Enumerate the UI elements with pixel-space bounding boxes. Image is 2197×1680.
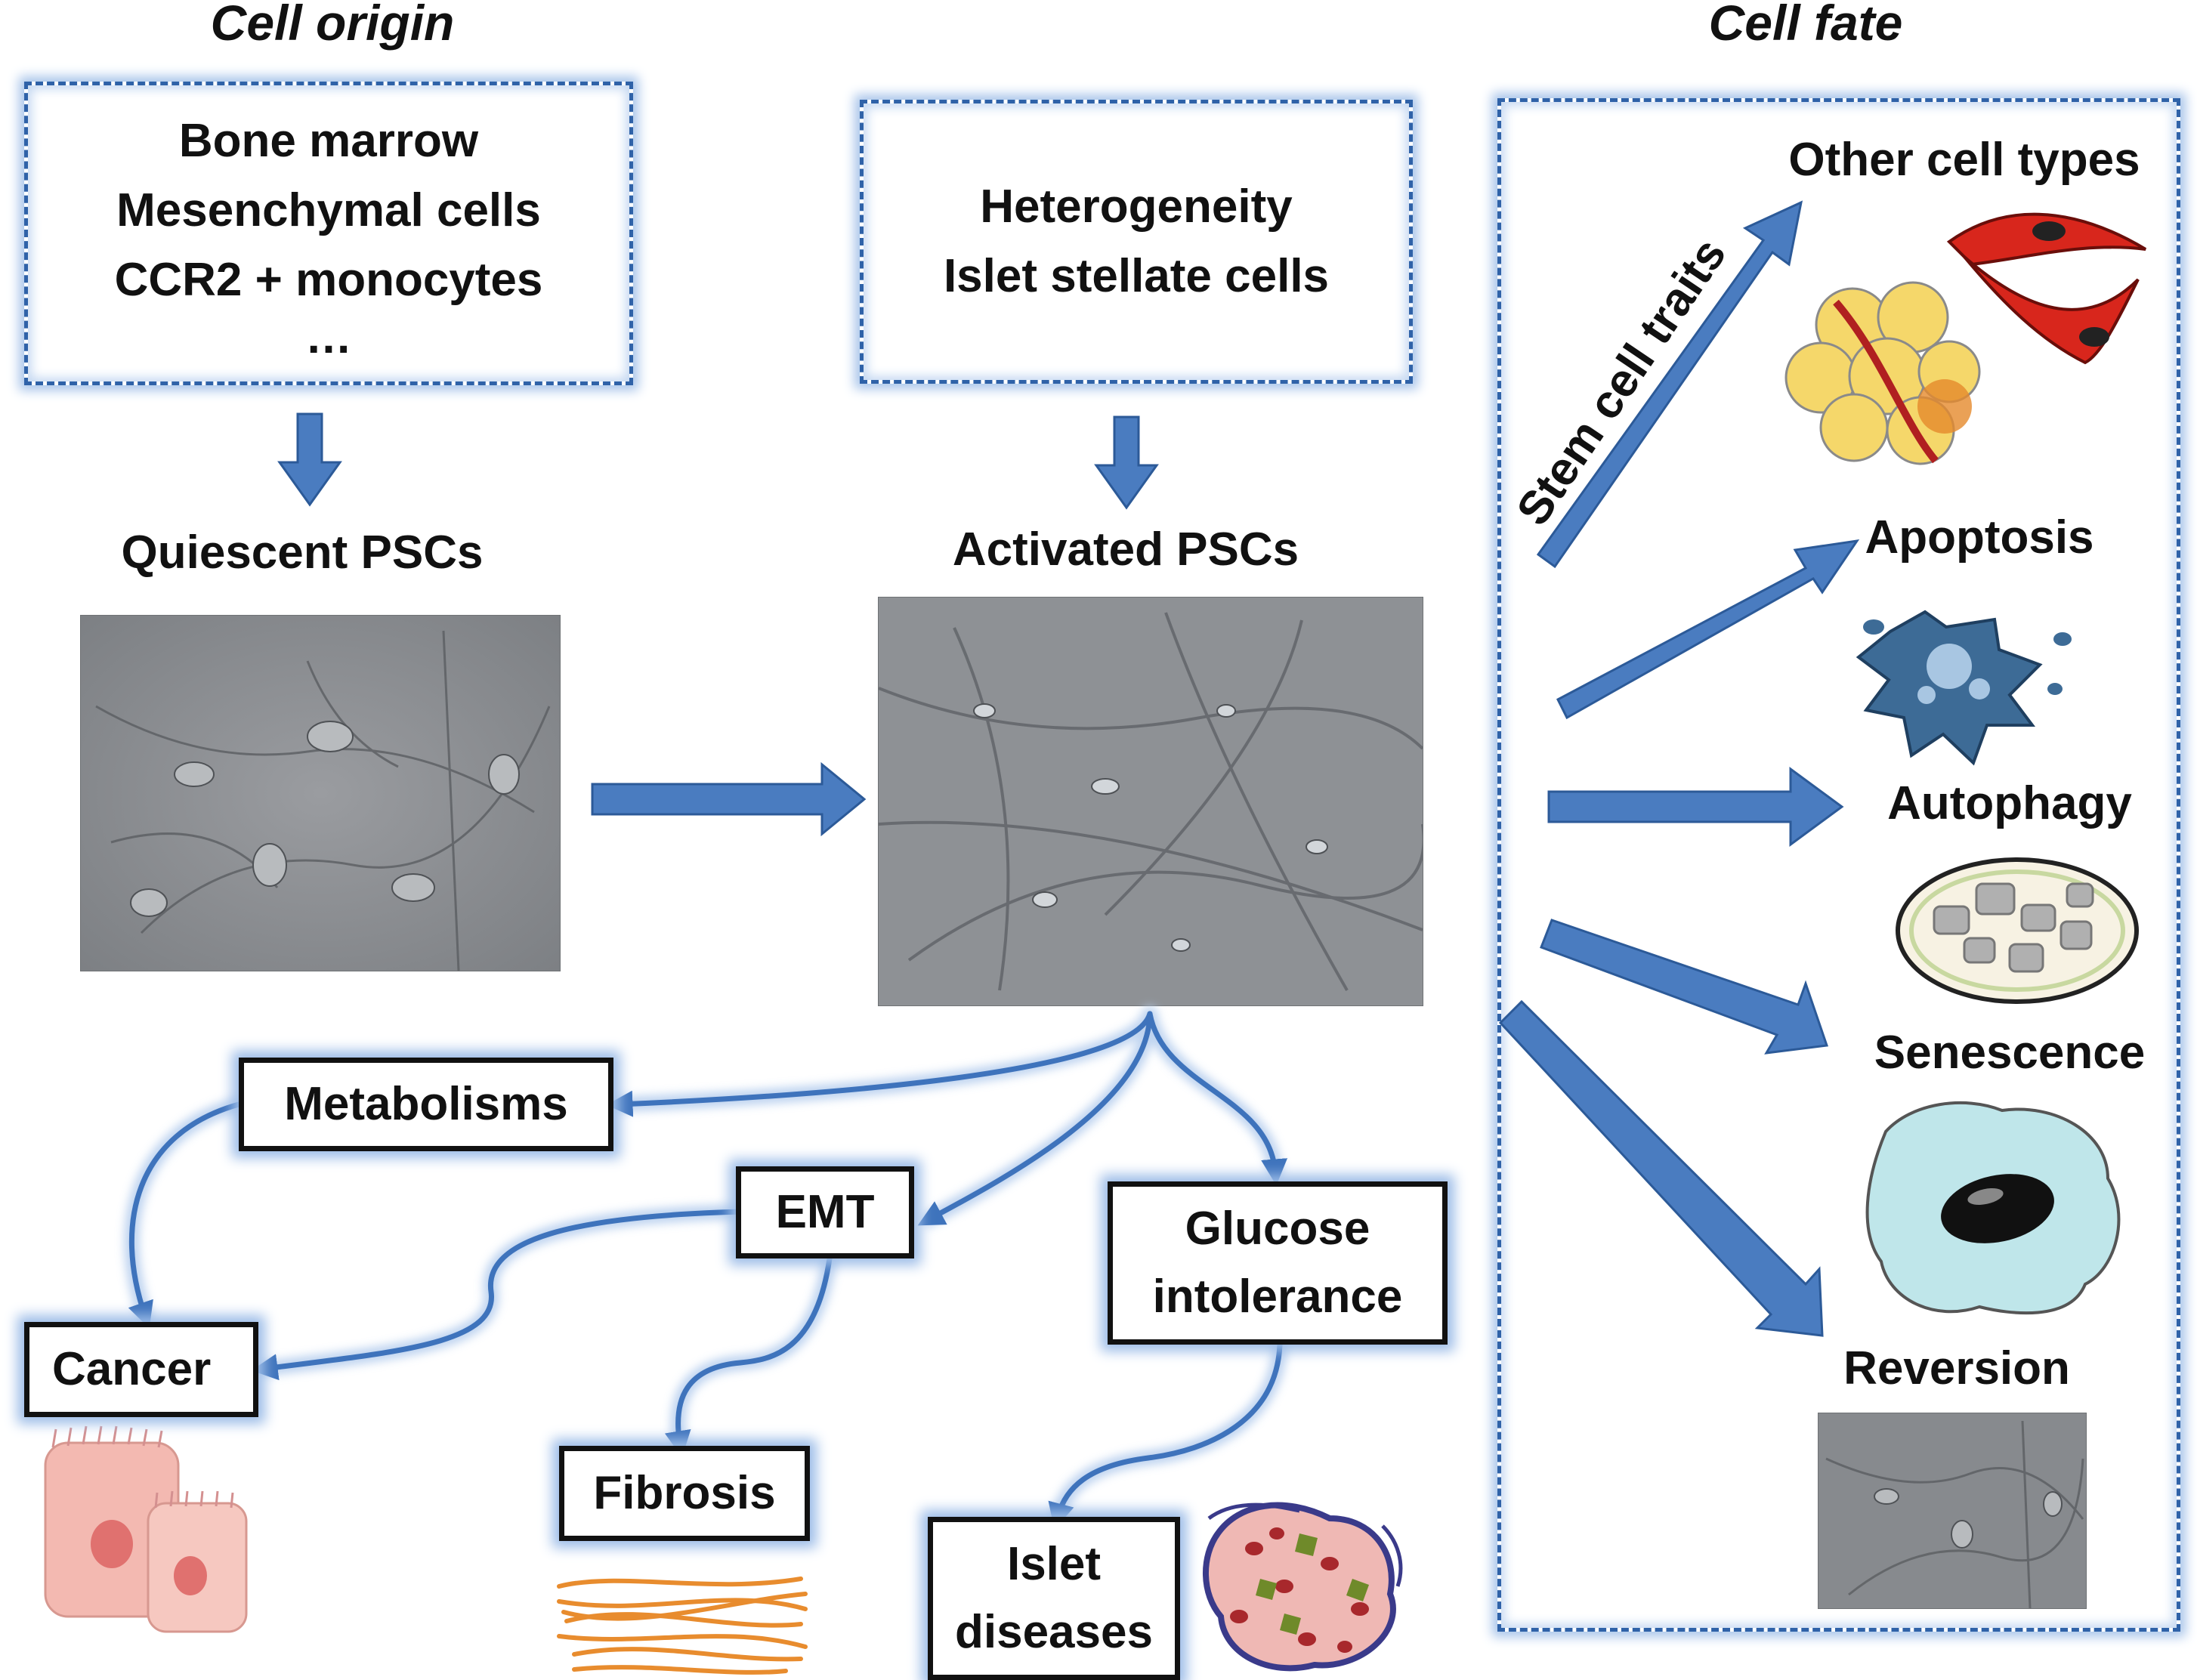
fibrosis-box: Fibrosis [559, 1446, 810, 1541]
senescent-cell-icon [1865, 1101, 2121, 1315]
quiescent-pscs-label: Quiescent PSCs [121, 527, 484, 579]
connector-emt-cancer [251, 1209, 745, 1381]
spindle-cells-icon [1946, 212, 2147, 365]
origin-line-2: Mesenchymal cells [116, 184, 541, 236]
connector-glucose-islet [1048, 1342, 1283, 1530]
glucose-intolerance-box: Glucose intolerance [1108, 1181, 1448, 1345]
origin-line-4: … [305, 311, 352, 363]
connector-emt [917, 1011, 1153, 1226]
glucose-line-2: intolerance [1152, 1271, 1403, 1323]
stem-cell-traits-label: Stem cell traits [1506, 230, 1736, 535]
reversion-micrograph [1818, 1413, 2087, 1609]
emt-label: EMT [775, 1186, 875, 1238]
metabolisms-box: Metabolisms [239, 1058, 613, 1151]
fate-reversion: Reversion [1843, 1342, 2070, 1394]
islet-illustration-icon [1203, 1502, 1403, 1672]
islet-diseases-box: Islet diseases [928, 1517, 1180, 1680]
connector-metabolisms-cancer [128, 1101, 242, 1329]
cancer-label: Cancer [52, 1343, 212, 1395]
cell-fate-heading: Cell fate [1708, 0, 1903, 51]
down-arrow-origin [277, 412, 342, 507]
quiescent-psc-micrograph [80, 615, 561, 971]
cell-origin-box: Bone marrow Mesenchymal cells CCR2 + mon… [24, 82, 633, 385]
metabolisms-label: Metabolisms [284, 1078, 568, 1130]
origin-line-1: Bone marrow [178, 115, 479, 167]
islet-line-1: Islet [1006, 1538, 1102, 1590]
connector-glucose [1147, 1011, 1288, 1186]
emt-box: EMT [736, 1166, 914, 1258]
fate-apoptosis: Apoptosis [1865, 511, 2094, 564]
autophagy-arrow [1547, 767, 1844, 847]
activation-arrow [591, 761, 867, 837]
senescence-arrow [1540, 919, 1829, 1055]
down-arrow-heterogeneity [1094, 415, 1159, 510]
cell-origin-heading: Cell origin [210, 0, 455, 51]
cell-fate-panel [1497, 98, 2180, 1632]
connector-metabolisms [606, 1011, 1153, 1117]
cancer-cells-icon [44, 1425, 248, 1633]
activated-psc-micrograph [878, 597, 1423, 1006]
heterogeneity-line-1: Heterogeneity [980, 181, 1293, 233]
apoptotic-cell-icon [1856, 610, 2072, 766]
fate-autophagy: Autophagy [1887, 777, 2132, 829]
connector-emt-fibrosis [664, 1255, 833, 1458]
fibrosis-fibers-icon [557, 1577, 808, 1675]
fibrosis-label: Fibrosis [593, 1467, 776, 1519]
apoptosis-arrow [1556, 539, 1860, 720]
fate-other-cell-types: Other cell types [1788, 134, 2140, 186]
cancer-box: Cancer [24, 1322, 258, 1417]
activated-pscs-label: Activated PSCs [952, 523, 1299, 576]
reversion-arrow [1498, 999, 1824, 1337]
heterogeneity-box: Heterogeneity Islet stellate cells [860, 100, 1413, 384]
stem-cell-traits-arrow [1536, 200, 1803, 569]
origin-line-3: CCR2 + monocytes [114, 254, 543, 306]
glucose-line-1: Glucose [1185, 1203, 1370, 1255]
heterogeneity-line-2: Islet stellate cells [943, 250, 1330, 302]
fate-senescence: Senescence [1874, 1027, 2146, 1079]
adipocyte-cluster-icon [1784, 281, 1981, 465]
autophagosome-icon [1896, 857, 2139, 1004]
islet-line-2: diseases [955, 1606, 1153, 1658]
